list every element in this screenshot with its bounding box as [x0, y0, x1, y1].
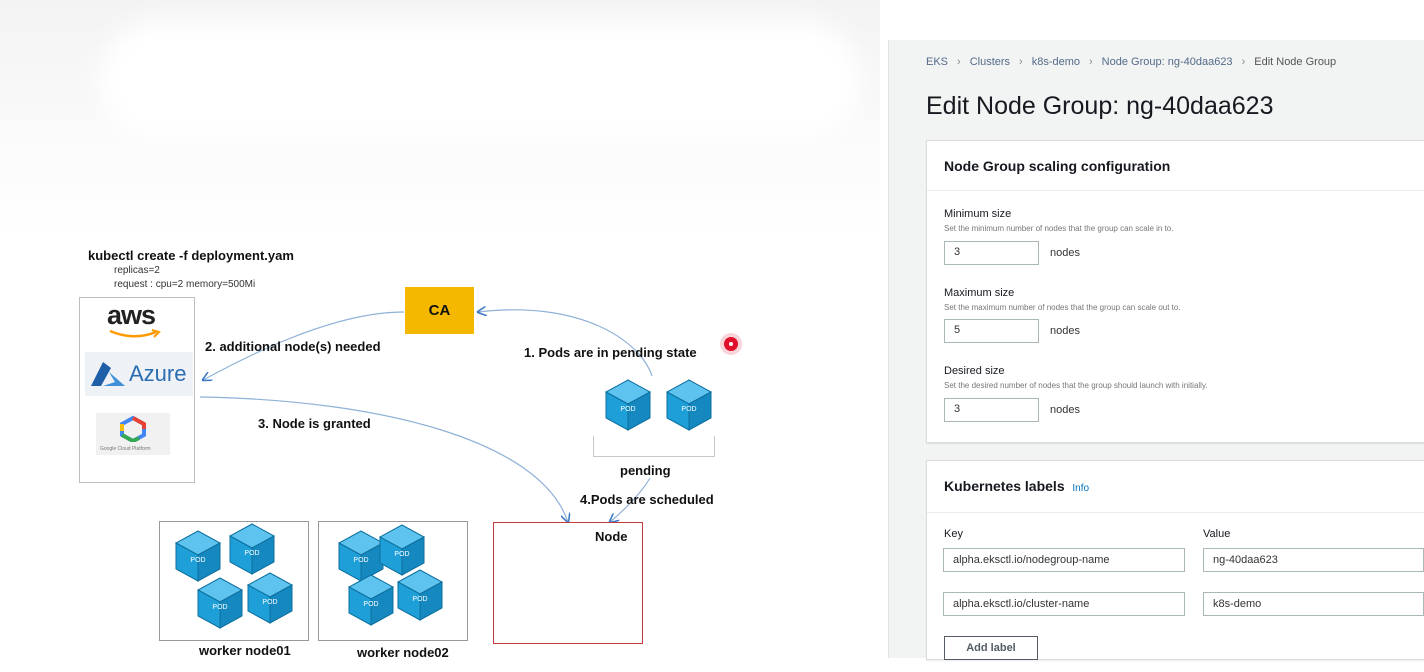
- card-divider: [927, 512, 1424, 513]
- add-label-button[interactable]: Add label: [944, 636, 1038, 660]
- gcp-logo-text: Google Cloud Platform: [100, 446, 151, 452]
- kubectl-command: kubectl create -f deployment.yam: [88, 248, 294, 263]
- breadcrumb-clusters[interactable]: Clusters: [969, 56, 1011, 68]
- step1-label: 1. Pods are in pending state: [524, 345, 697, 360]
- azure-logo: Azure: [129, 361, 187, 386]
- breadcrumb-separator-icon: ›: [1019, 56, 1023, 68]
- kubernetes-labels-title: Kubernetes labels Info: [944, 478, 1089, 494]
- pod-cube-icon: POD: [174, 530, 222, 582]
- pending-bracket: [593, 436, 715, 457]
- pod-text: POD: [212, 604, 227, 611]
- pod-text: POD: [681, 406, 696, 413]
- aws-smile-icon: [109, 329, 161, 338]
- desired-size-input[interactable]: 3: [944, 398, 1039, 422]
- breadcrumb-current: Edit Node Group: [1254, 56, 1337, 68]
- worker-node02-label: worker node02: [357, 645, 449, 660]
- pod-cube-icon: POD: [246, 572, 294, 624]
- pod-cube-icon: POD: [228, 523, 276, 575]
- pod-cube-icon: POD: [396, 569, 444, 621]
- step4-label: 4.Pods are scheduled: [580, 492, 714, 507]
- background-wash-highlight: [100, 20, 860, 140]
- label-key-input[interactable]: alpha.eksctl.io/nodegroup-name: [943, 548, 1185, 572]
- step2-label: 2. additional node(s) needed: [205, 339, 381, 354]
- pod-cube-icon: POD: [378, 524, 426, 576]
- pod-text: POD: [620, 406, 635, 413]
- breadcrumb-separator-icon: ›: [957, 56, 961, 68]
- pending-label: pending: [620, 463, 671, 478]
- max-size-input[interactable]: 5: [944, 319, 1039, 343]
- recording-indicator-icon: [724, 337, 738, 351]
- breadcrumb-node-group[interactable]: Node Group: ng-40daa623: [1101, 56, 1233, 68]
- card-divider: [927, 190, 1424, 191]
- max-size-label: Maximum size: [944, 287, 1015, 299]
- breadcrumb-separator-icon: ›: [1241, 56, 1246, 68]
- pod-cube-icon: POD: [604, 379, 652, 431]
- kubernetes-labels-title-text: Kubernetes labels: [944, 478, 1065, 494]
- replicas-text: replicas=2: [114, 265, 160, 276]
- new-node-box: [493, 522, 643, 644]
- info-link[interactable]: Info: [1072, 483, 1090, 494]
- worker-node01-label: worker node01: [199, 643, 291, 658]
- max-size-unit: nodes: [1050, 325, 1080, 337]
- label-key-input[interactable]: alpha.eksctl.io/cluster-name: [943, 592, 1185, 616]
- breadcrumb-separator-icon: ›: [1089, 56, 1093, 68]
- pod-text: POD: [353, 557, 368, 564]
- min-size-input[interactable]: 3: [944, 241, 1039, 265]
- pod-cube-icon: POD: [665, 379, 713, 431]
- label-value-input[interactable]: ng-40daa623: [1203, 548, 1424, 572]
- label-value-input[interactable]: k8s-demo: [1203, 592, 1424, 616]
- pod-cube-icon: POD: [337, 530, 385, 582]
- step3-label: 3. Node is granted: [258, 416, 371, 431]
- min-size-label: Minimum size: [944, 208, 1012, 220]
- pod-text: POD: [262, 599, 277, 606]
- breadcrumb: EKS › Clusters › k8s-demo › Node Group: ng-40d…: [926, 56, 1336, 68]
- value-column-header: Value: [1203, 528, 1231, 540]
- pod-text: POD: [412, 596, 427, 603]
- max-size-description: Set the maximum number of nodes that the…: [944, 303, 1181, 312]
- pod-text: POD: [244, 550, 259, 557]
- min-size-description: Set the minimum number of nodes that the…: [944, 224, 1174, 233]
- pod-text: POD: [363, 601, 378, 608]
- desired-size-unit: nodes: [1050, 404, 1080, 416]
- cluster-autoscaler-box: CA: [405, 287, 474, 334]
- azure-logo-icon: [91, 362, 125, 386]
- pod-text: POD: [394, 551, 409, 558]
- gcp-logo-icon: [120, 416, 146, 442]
- breadcrumb-cluster[interactable]: k8s-demo: [1031, 56, 1080, 68]
- desired-size-description: Set the desired number of nodes that the…: [944, 381, 1208, 390]
- diagram-arrows: [199, 0, 653, 672]
- key-column-header: Key: [944, 528, 963, 540]
- aws-logo: aws: [107, 300, 156, 330]
- min-size-unit: nodes: [1050, 247, 1080, 259]
- desired-size-label: Desired size: [944, 365, 1005, 377]
- breadcrumb-eks[interactable]: EKS: [926, 56, 949, 68]
- page-title: Edit Node Group: ng-40daa623: [926, 92, 1274, 120]
- pod-cube-icon: POD: [347, 574, 395, 626]
- node-label: Node: [595, 529, 628, 544]
- pod-cube-icon: POD: [196, 577, 244, 629]
- request-text: request : cpu=2 memory=500Mi: [114, 279, 256, 290]
- scaling-config-title: Node Group scaling configuration: [944, 158, 1171, 174]
- pod-text: POD: [190, 557, 205, 564]
